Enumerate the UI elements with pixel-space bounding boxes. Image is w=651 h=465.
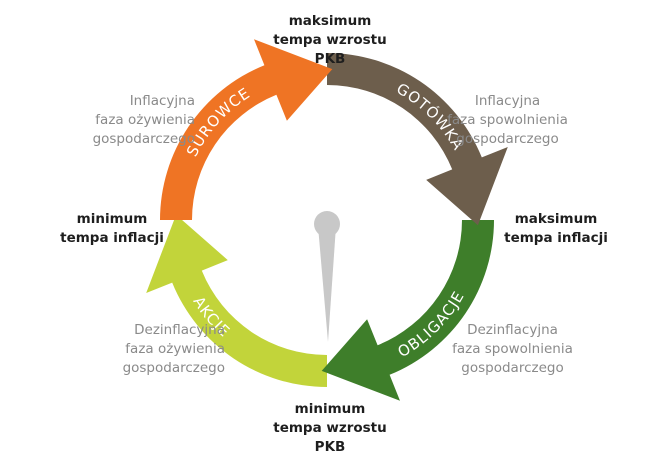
label-inflation-recovery: Inflacyjna faza ożywienia gospodarczego (92, 93, 195, 147)
label-bottom-min-gdp: minimum tempa wzrostu PKB (273, 401, 387, 455)
arrow-gotowka (327, 53, 508, 226)
arrow-obligacje (321, 220, 494, 401)
label-left-min-inflation: minimum tempa inflacji (60, 211, 164, 246)
label-right-max-inflation: maksimum tempa inflacji (504, 211, 608, 246)
arrow-surowce (160, 39, 333, 221)
label-disinflation-slowdown: Dezinflacyjna faza spowolnienia gospodar… (452, 322, 573, 376)
label-inflation-slowdown: Inflacyjna faza spowolnienia gospodarcze… (447, 93, 568, 147)
label-top-max-gdp: maksimum tempa wzrostu PKB (273, 13, 387, 67)
label-disinflation-recovery: Dezinflacyjna faza ożywienia gospodarcze… (122, 322, 225, 376)
arrow-akcje (146, 214, 327, 387)
pointer-needle (318, 226, 336, 342)
pointer-hub (314, 211, 340, 237)
